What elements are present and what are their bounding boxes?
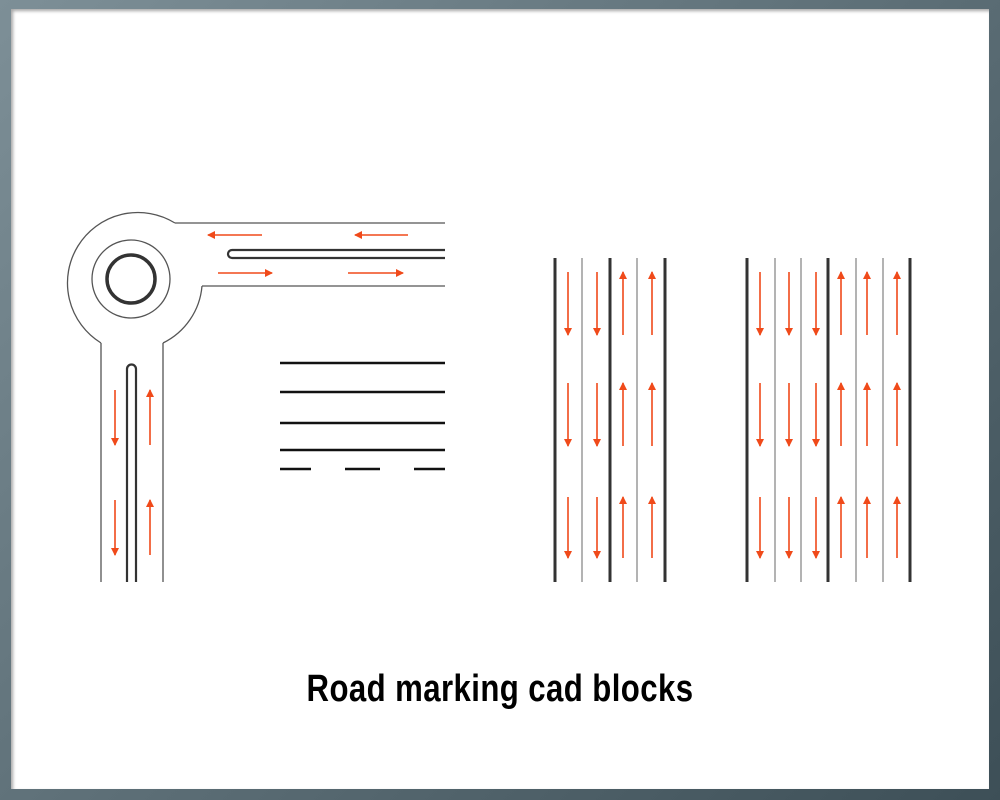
median-vertical [125,363,138,582]
roundabout-arrows [111,231,408,556]
page-title: Road marking cad blocks [306,668,694,710]
three-by-three-road-block [745,258,912,582]
roundabout-outer-edge [66,211,203,344]
two-by-two-road-block [553,258,667,582]
drawing-sheet [11,9,989,789]
roundabout-island [105,253,157,305]
roundabout-block [66,211,445,582]
line-samples-block [280,361,445,471]
roundabout-ring [91,239,171,319]
median-horizontal [226,248,445,260]
